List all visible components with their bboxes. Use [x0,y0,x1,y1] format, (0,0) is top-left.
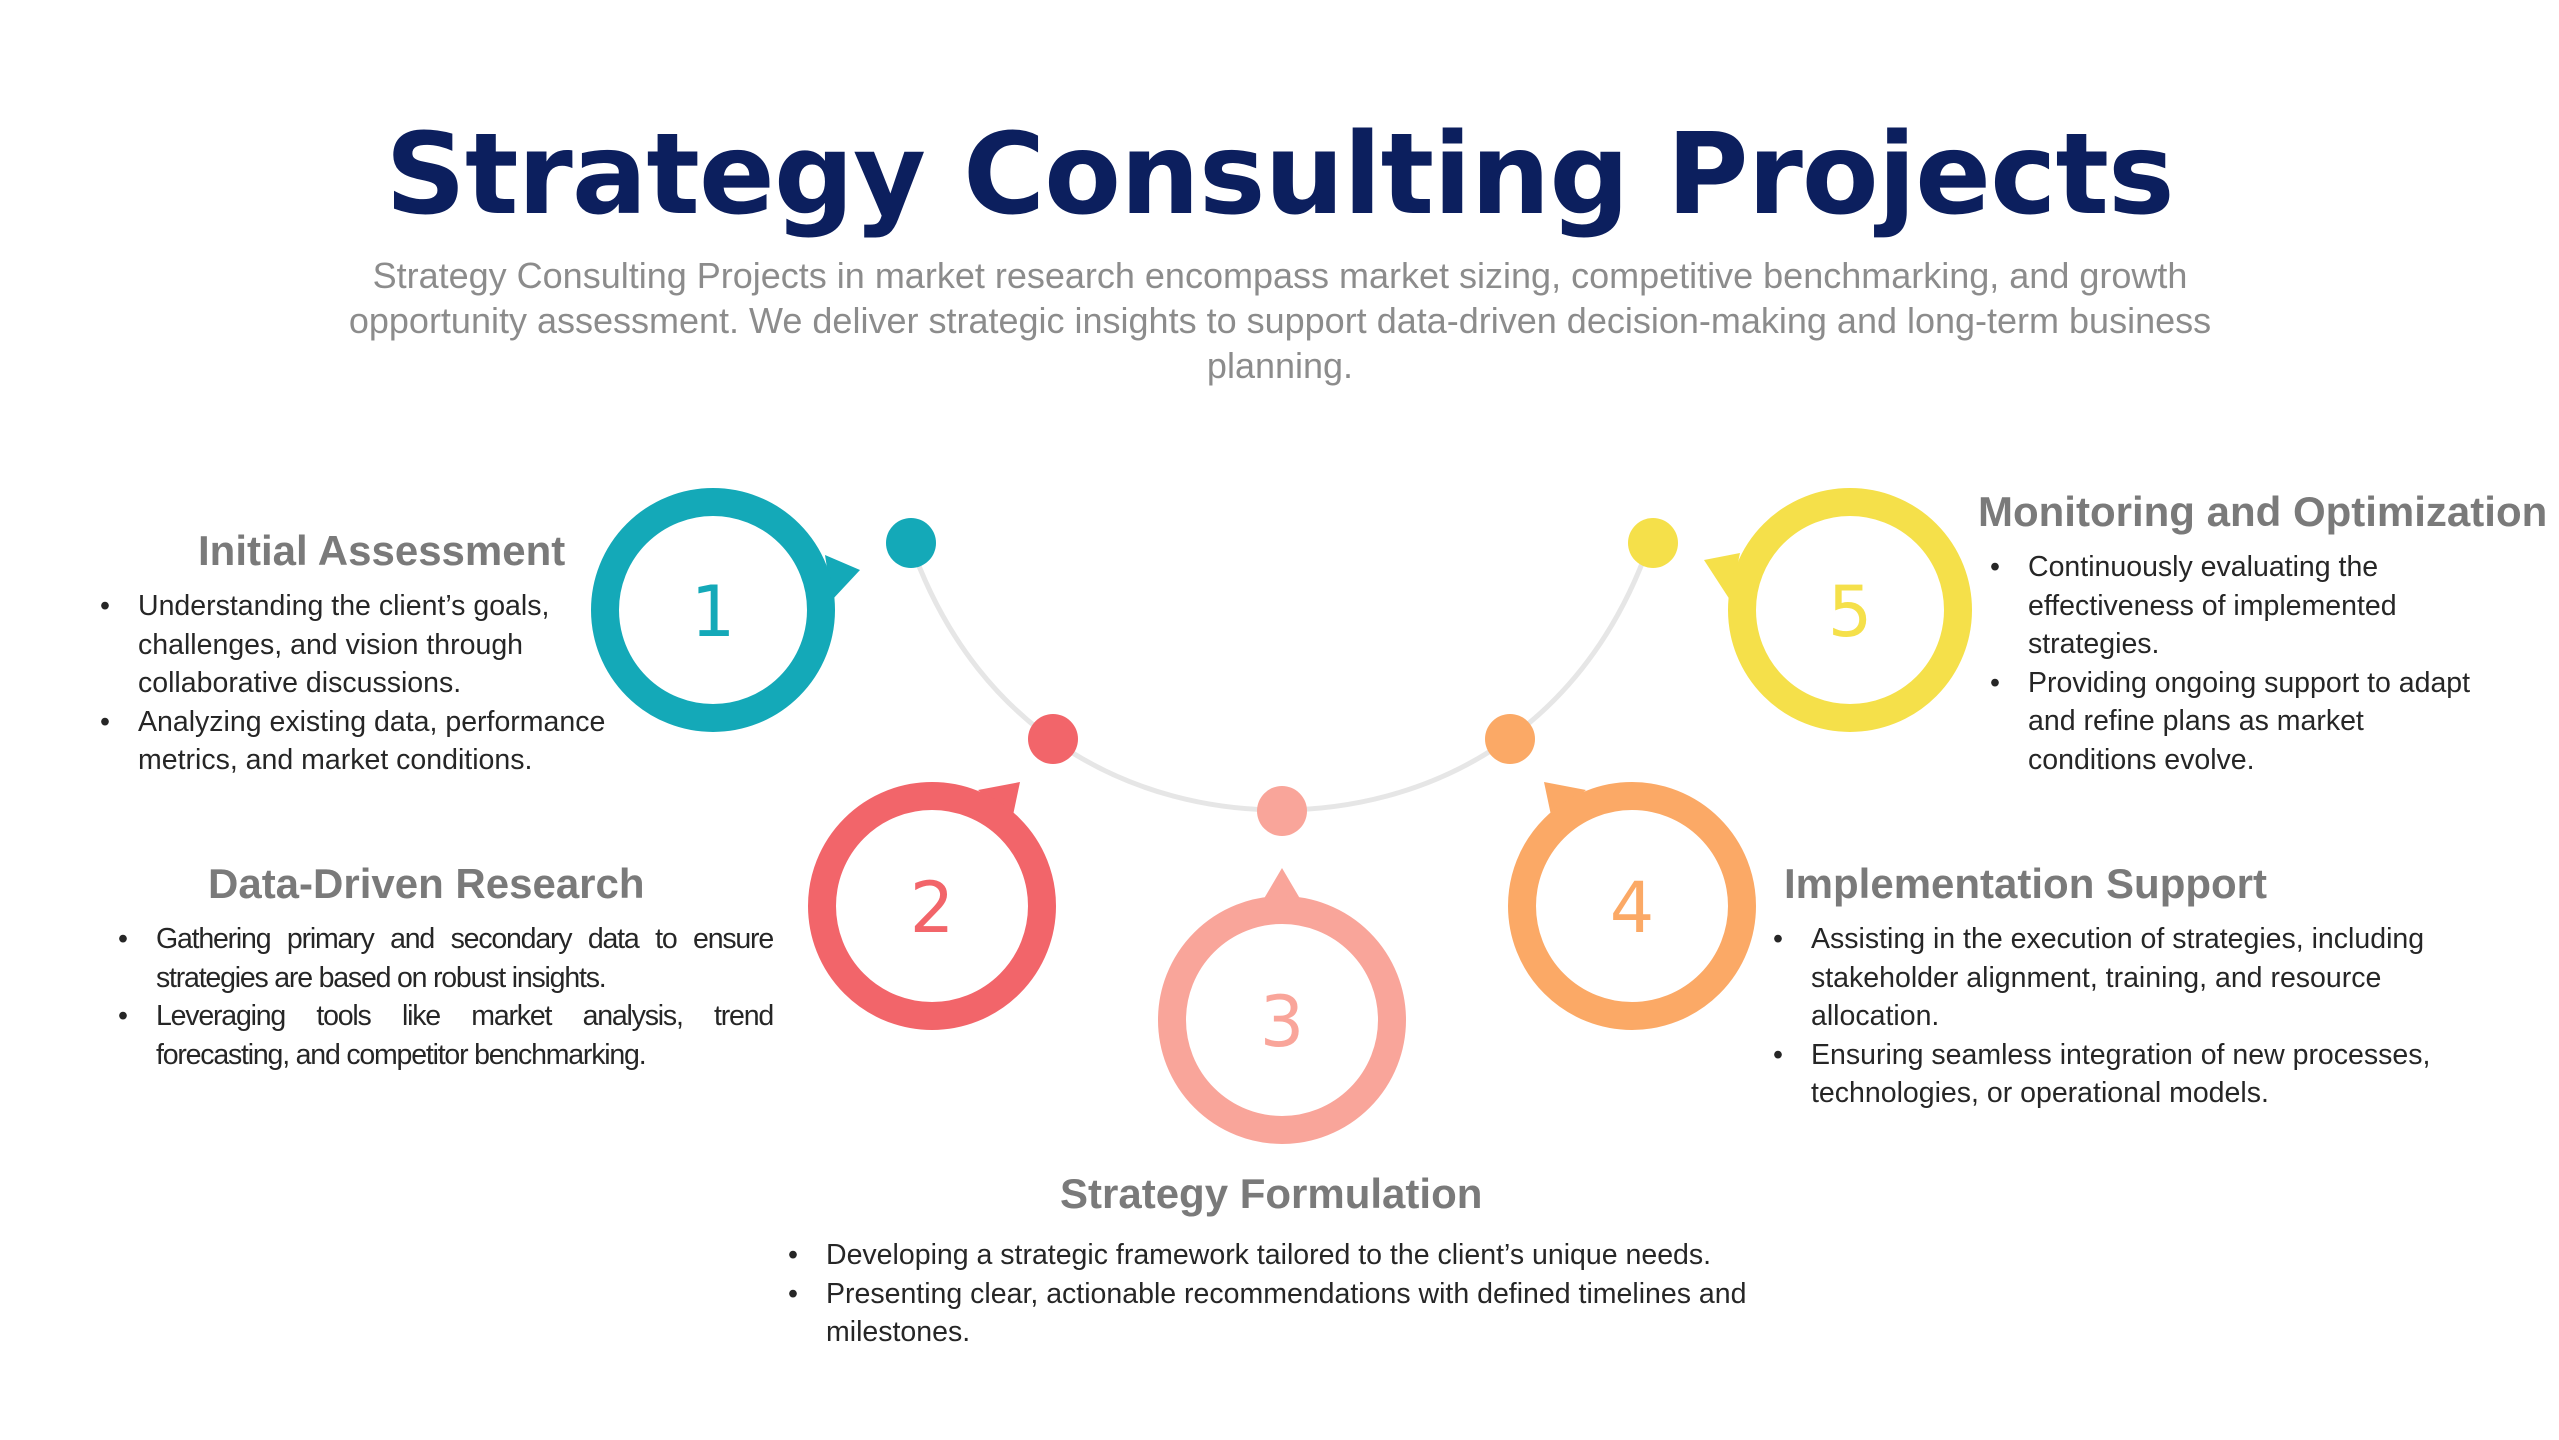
list-item: Gathering primary and secondary data to … [118,920,774,997]
step4-heading: Implementation Support [1784,860,2267,907]
step5-ring: 5 [1704,488,1972,732]
page-title: Strategy Consulting Projects [385,110,2174,240]
step5-number: 5 [1828,571,1873,653]
list-item: Analyzing existing data, performance met… [100,703,640,780]
list-item: Leveraging tools like market analysis, t… [118,997,774,1074]
page-subtitle: Strategy Consulting Projects in market r… [348,255,2212,386]
step2-heading: Data-Driven Research [208,860,645,907]
list-item: Developing a strategic framework tailore… [788,1236,1808,1275]
step3-ring: 3 [1158,868,1406,1144]
step5-bullets: Continuously evaluating the effectivenes… [1990,548,2510,779]
step2-number: 2 [910,867,955,949]
step3-number: 3 [1260,981,1305,1063]
step4-block: Implementation Support Assisting in the … [1773,858,2463,1113]
step2-ring: 2 [808,782,1056,1030]
list-item: Continuously evaluating the effectivenes… [1990,548,2428,664]
arc-dot-step4 [1485,714,1535,764]
list-item: Providing ongoing support to adapt and r… [1990,664,2498,780]
step3-bullets: Developing a strategic framework tailore… [788,1236,1808,1352]
list-item: Understanding the client’s goals, challe… [100,587,608,703]
step4-ring: 4 [1508,782,1756,1030]
arc-dot-step5 [1628,518,1678,568]
process-arc [908,544,1652,813]
step1-bullets: Understanding the client’s goals, challe… [100,587,640,780]
step5-block: Monitoring and Optimization Continuously… [1978,486,2558,779]
arc-dot-step1 [886,518,936,568]
arc-dot-step3 [1257,786,1307,836]
list-item: Assisting in the execution of strategies… [1773,920,2463,1036]
step2-block: Data-Driven Research Gathering primary a… [118,858,774,1074]
list-item: Ensuring seamless integration of new pro… [1773,1036,2463,1113]
step2-bullets: Gathering primary and secondary data to … [118,920,774,1074]
step1-heading: Initial Assessment [198,527,566,574]
step1-ring: 1 [591,488,860,732]
step4-bullets: Assisting in the execution of strategies… [1773,920,2463,1113]
step3-block: Strategy Formulation Developing a strate… [788,1168,1808,1352]
step1-number: 1 [691,571,736,653]
step3-heading: Strategy Formulation [1060,1170,1483,1217]
step1-block: Initial Assessment Understanding the cli… [100,525,640,780]
arc-dot-step2 [1028,714,1078,764]
list-item: Presenting clear, actionable recommendat… [788,1275,1808,1352]
step4-number: 4 [1610,867,1655,949]
step5-heading: Monitoring and Optimization [1978,488,2548,535]
